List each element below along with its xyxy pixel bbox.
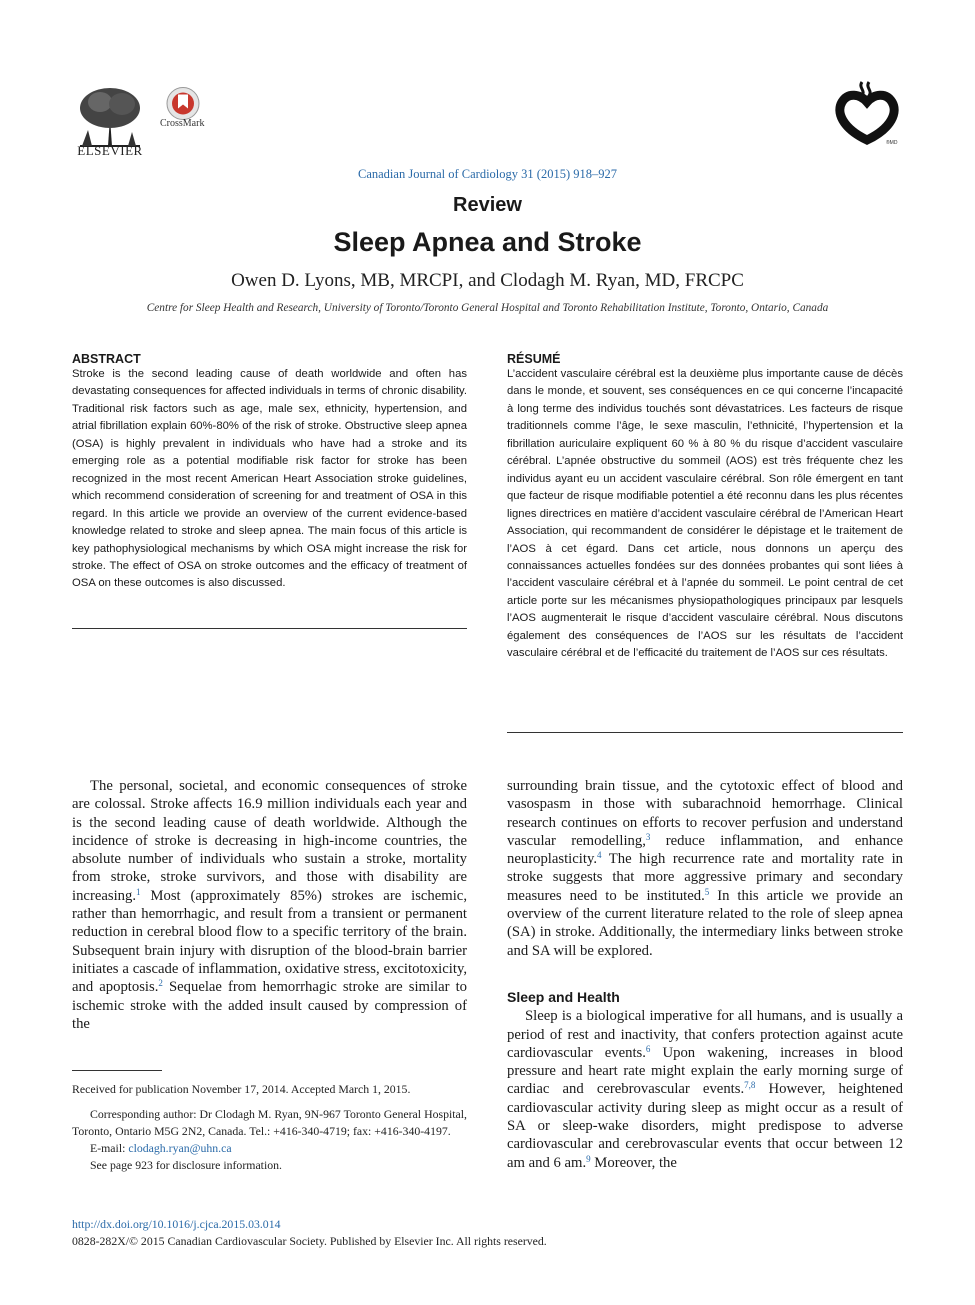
text-run: surrounding brain tissue, and the cytoto… (507, 778, 903, 849)
resume-text: L’accident vasculaire cérébral est la de… (507, 368, 903, 660)
body-paragraph: surrounding brain tissue, and the cytoto… (507, 777, 903, 960)
corresponding-author-note: Corresponding author: Dr Clodagh M. Ryan… (72, 1107, 467, 1138)
text-run: The high recurrence rate and mortality r… (507, 851, 903, 904)
text-run: However, heightened cardiovascular activ… (507, 1081, 903, 1171)
citation-link[interactable]: 4 (597, 850, 602, 861)
ccs-heart-logo (835, 81, 899, 145)
citation-link[interactable]: 2 (158, 978, 163, 989)
body-paragraph: Sleep is a biological imperative for all… (507, 1007, 903, 1172)
citation-link[interactable]: 3 (645, 831, 651, 842)
disclosure-note: See page 923 for disclosure information. (90, 1158, 282, 1172)
text-run: The personal, societal, and economic con… (72, 778, 467, 904)
abstract-text: Stroke is the second leading cause of de… (72, 368, 467, 590)
journal-citation-link[interactable]: Canadian Journal of Cardiology 31 (2015)… (358, 167, 617, 181)
author-list: Owen D. Lyons, MB, MRCPI, and Clodagh M.… (231, 270, 744, 291)
article-type: Review (453, 194, 522, 216)
citation-link[interactable]: 7,8 (744, 1080, 756, 1091)
received-note: Received for publication November 17, 20… (72, 1082, 411, 1096)
abstract-heading: ABSTRACT (72, 352, 141, 366)
article-title: Sleep Apnea and Stroke (333, 227, 642, 257)
body-column-left: The personal, societal, and economic con… (72, 777, 467, 1033)
body-paragraph: The personal, societal, and economic con… (72, 777, 467, 1033)
resume-section: RÉSUMÉ L’accident vasculaire cérébral es… (507, 352, 903, 663)
crossmark-label: CrossMark (160, 118, 205, 129)
citation-link[interactable]: 6 (645, 1043, 651, 1054)
email-link[interactable]: clodagh.ryan@uhn.ca (128, 1141, 232, 1155)
text-run: reduce inflammation, and enhance neuropl… (507, 832, 903, 868)
resume-rule (507, 732, 903, 733)
citation-link[interactable]: 5 (704, 886, 710, 897)
footnote-rule (72, 1070, 162, 1071)
text-run: Most (approximately 85%) strokes are isc… (72, 887, 467, 996)
page-footer: http://dx.doi.org/10.1016/j.cjca.2015.03… (72, 1216, 772, 1250)
affiliation: Centre for Sleep Health and Research, Un… (146, 302, 829, 314)
text-run: Moreover, the (590, 1154, 677, 1171)
abstract-rule (72, 628, 467, 629)
text-run: In this article we provide an overview o… (507, 887, 903, 959)
text-run: Upon wakening, increases in blood pressu… (507, 1044, 903, 1098)
registered-mark: ®MD (886, 140, 898, 146)
citation-link[interactable]: 1 (136, 886, 141, 897)
body-column-right: surrounding brain tissue, and the cytoto… (507, 777, 903, 1172)
doi-link[interactable]: http://dx.doi.org/10.1016/j.cjca.2015.03… (72, 1217, 281, 1231)
abstract-section: ABSTRACT Stroke is the second leading ca… (72, 352, 467, 593)
citation-link[interactable]: 9 (586, 1153, 591, 1164)
email-note: E-mail: clodagh.ryan@uhn.ca (72, 1140, 467, 1157)
elsevier-tree-logo (70, 84, 150, 150)
section-heading: Sleep and Health (507, 988, 620, 1005)
footnotes: Received for publication November 17, 20… (72, 1081, 467, 1174)
text-run: Sequelae from hemorrhagic stroke are sim… (72, 979, 467, 1032)
resume-heading: RÉSUMÉ (507, 352, 561, 366)
email-label: E-mail: (90, 1141, 129, 1155)
elsevier-wordmark: ELSEVIER (77, 143, 143, 158)
text-run: Sleep is a biological imperative for all… (507, 1008, 903, 1061)
copyright-line: 0828-282X/© 2015 Canadian Cardiovascular… (72, 1234, 547, 1248)
crossmark-icon[interactable] (163, 78, 213, 133)
